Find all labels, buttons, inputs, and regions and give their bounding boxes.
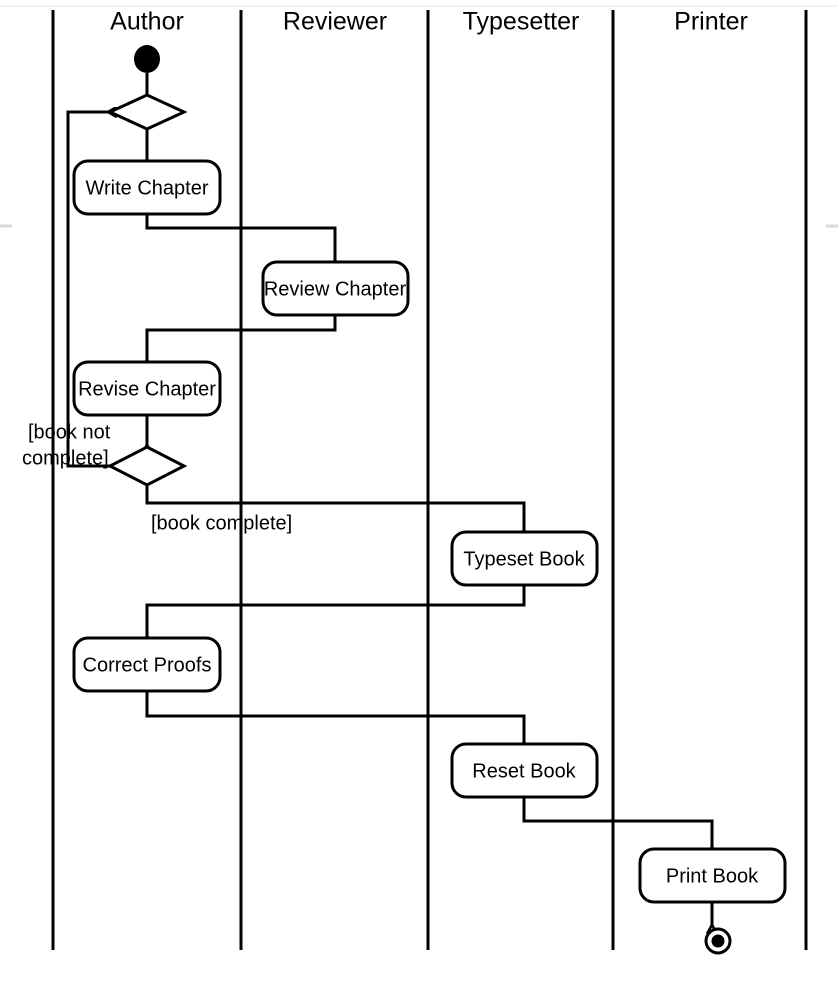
lane-title-printer: Printer: [674, 8, 748, 36]
activity-reset-book-box[interactable]: [450, 742, 599, 799]
activity-reset-book[interactable]: Reset Book: [450, 742, 599, 799]
activity-reset-book-label: Reset Book: [472, 760, 576, 782]
activity-correct-proofs-box[interactable]: [72, 636, 222, 693]
activity-review-chapter[interactable]: Review Chapter: [261, 260, 410, 317]
flow-review-to-revise-chapter: [147, 315, 337, 360]
merge-node[interactable]: [106, 93, 188, 131]
activity-write-chapter-box[interactable]: [72, 159, 222, 216]
activity-write-chapter[interactable]: Write Chapter: [72, 159, 222, 216]
swimlane-dividers: [51, 10, 808, 950]
lane-title-reviewer: Reviewer: [283, 8, 387, 36]
decision-node[interactable]: [106, 445, 188, 487]
flow-write-to-review-chapter: [145, 214, 335, 260]
guard-book-complete: [book complete]: [151, 512, 292, 534]
activity-revise-chapter[interactable]: Revise Chapter: [72, 360, 222, 417]
merge-node-diamond[interactable]: [106, 93, 188, 131]
lane-title-author: Author: [110, 8, 184, 36]
guard-book-not-complete-line2: complete]: [22, 447, 109, 469]
activity-revise-chapter-box[interactable]: [72, 360, 222, 417]
guard-book-not-complete-line1: [book not: [28, 421, 111, 443]
activity-revise-chapter-label: Revise Chapter: [78, 378, 216, 400]
activity-review-chapter-box[interactable]: [261, 260, 410, 317]
activity-review-chapter-label: Review Chapter: [264, 278, 407, 300]
activity-correct-proofs[interactable]: Correct Proofs: [72, 636, 222, 693]
activity-typeset-book-label: Typeset Book: [463, 548, 585, 570]
initial-node-dot[interactable]: [134, 45, 160, 73]
decision-node-diamond[interactable]: [106, 445, 188, 487]
activity-write-chapter-label: Write Chapter: [85, 177, 208, 199]
flow-correct-proofs-to-reset: [145, 691, 524, 742]
final-node[interactable]: [704, 927, 732, 955]
flow-decision-to-typeset-book: [145, 485, 524, 530]
control-flows: [66, 73, 712, 925]
lane-title-typesetter: Typesetter: [463, 8, 580, 36]
flow-reset-to-print-book: [522, 797, 712, 847]
activity-print-book-label: Print Book: [666, 865, 759, 887]
guard-labels: [book not complete] [book complete]: [22, 421, 292, 534]
swimlane-titles: Author Reviewer Typesetter Printer: [110, 8, 748, 36]
activity-typeset-book-box[interactable]: [450, 530, 599, 587]
flow-decision-loop-to-merge: [66, 112, 111, 468]
activity-print-book-box[interactable]: [638, 847, 787, 904]
activity-correct-proofs-label: Correct Proofs: [83, 654, 212, 676]
initial-node[interactable]: [134, 45, 160, 73]
activity-print-book[interactable]: Print Book: [638, 847, 787, 904]
activity-typeset-book[interactable]: Typeset Book: [450, 530, 599, 587]
flow-typeset-to-correct-proofs: [147, 585, 526, 636]
final-node-dot: [711, 934, 725, 948]
